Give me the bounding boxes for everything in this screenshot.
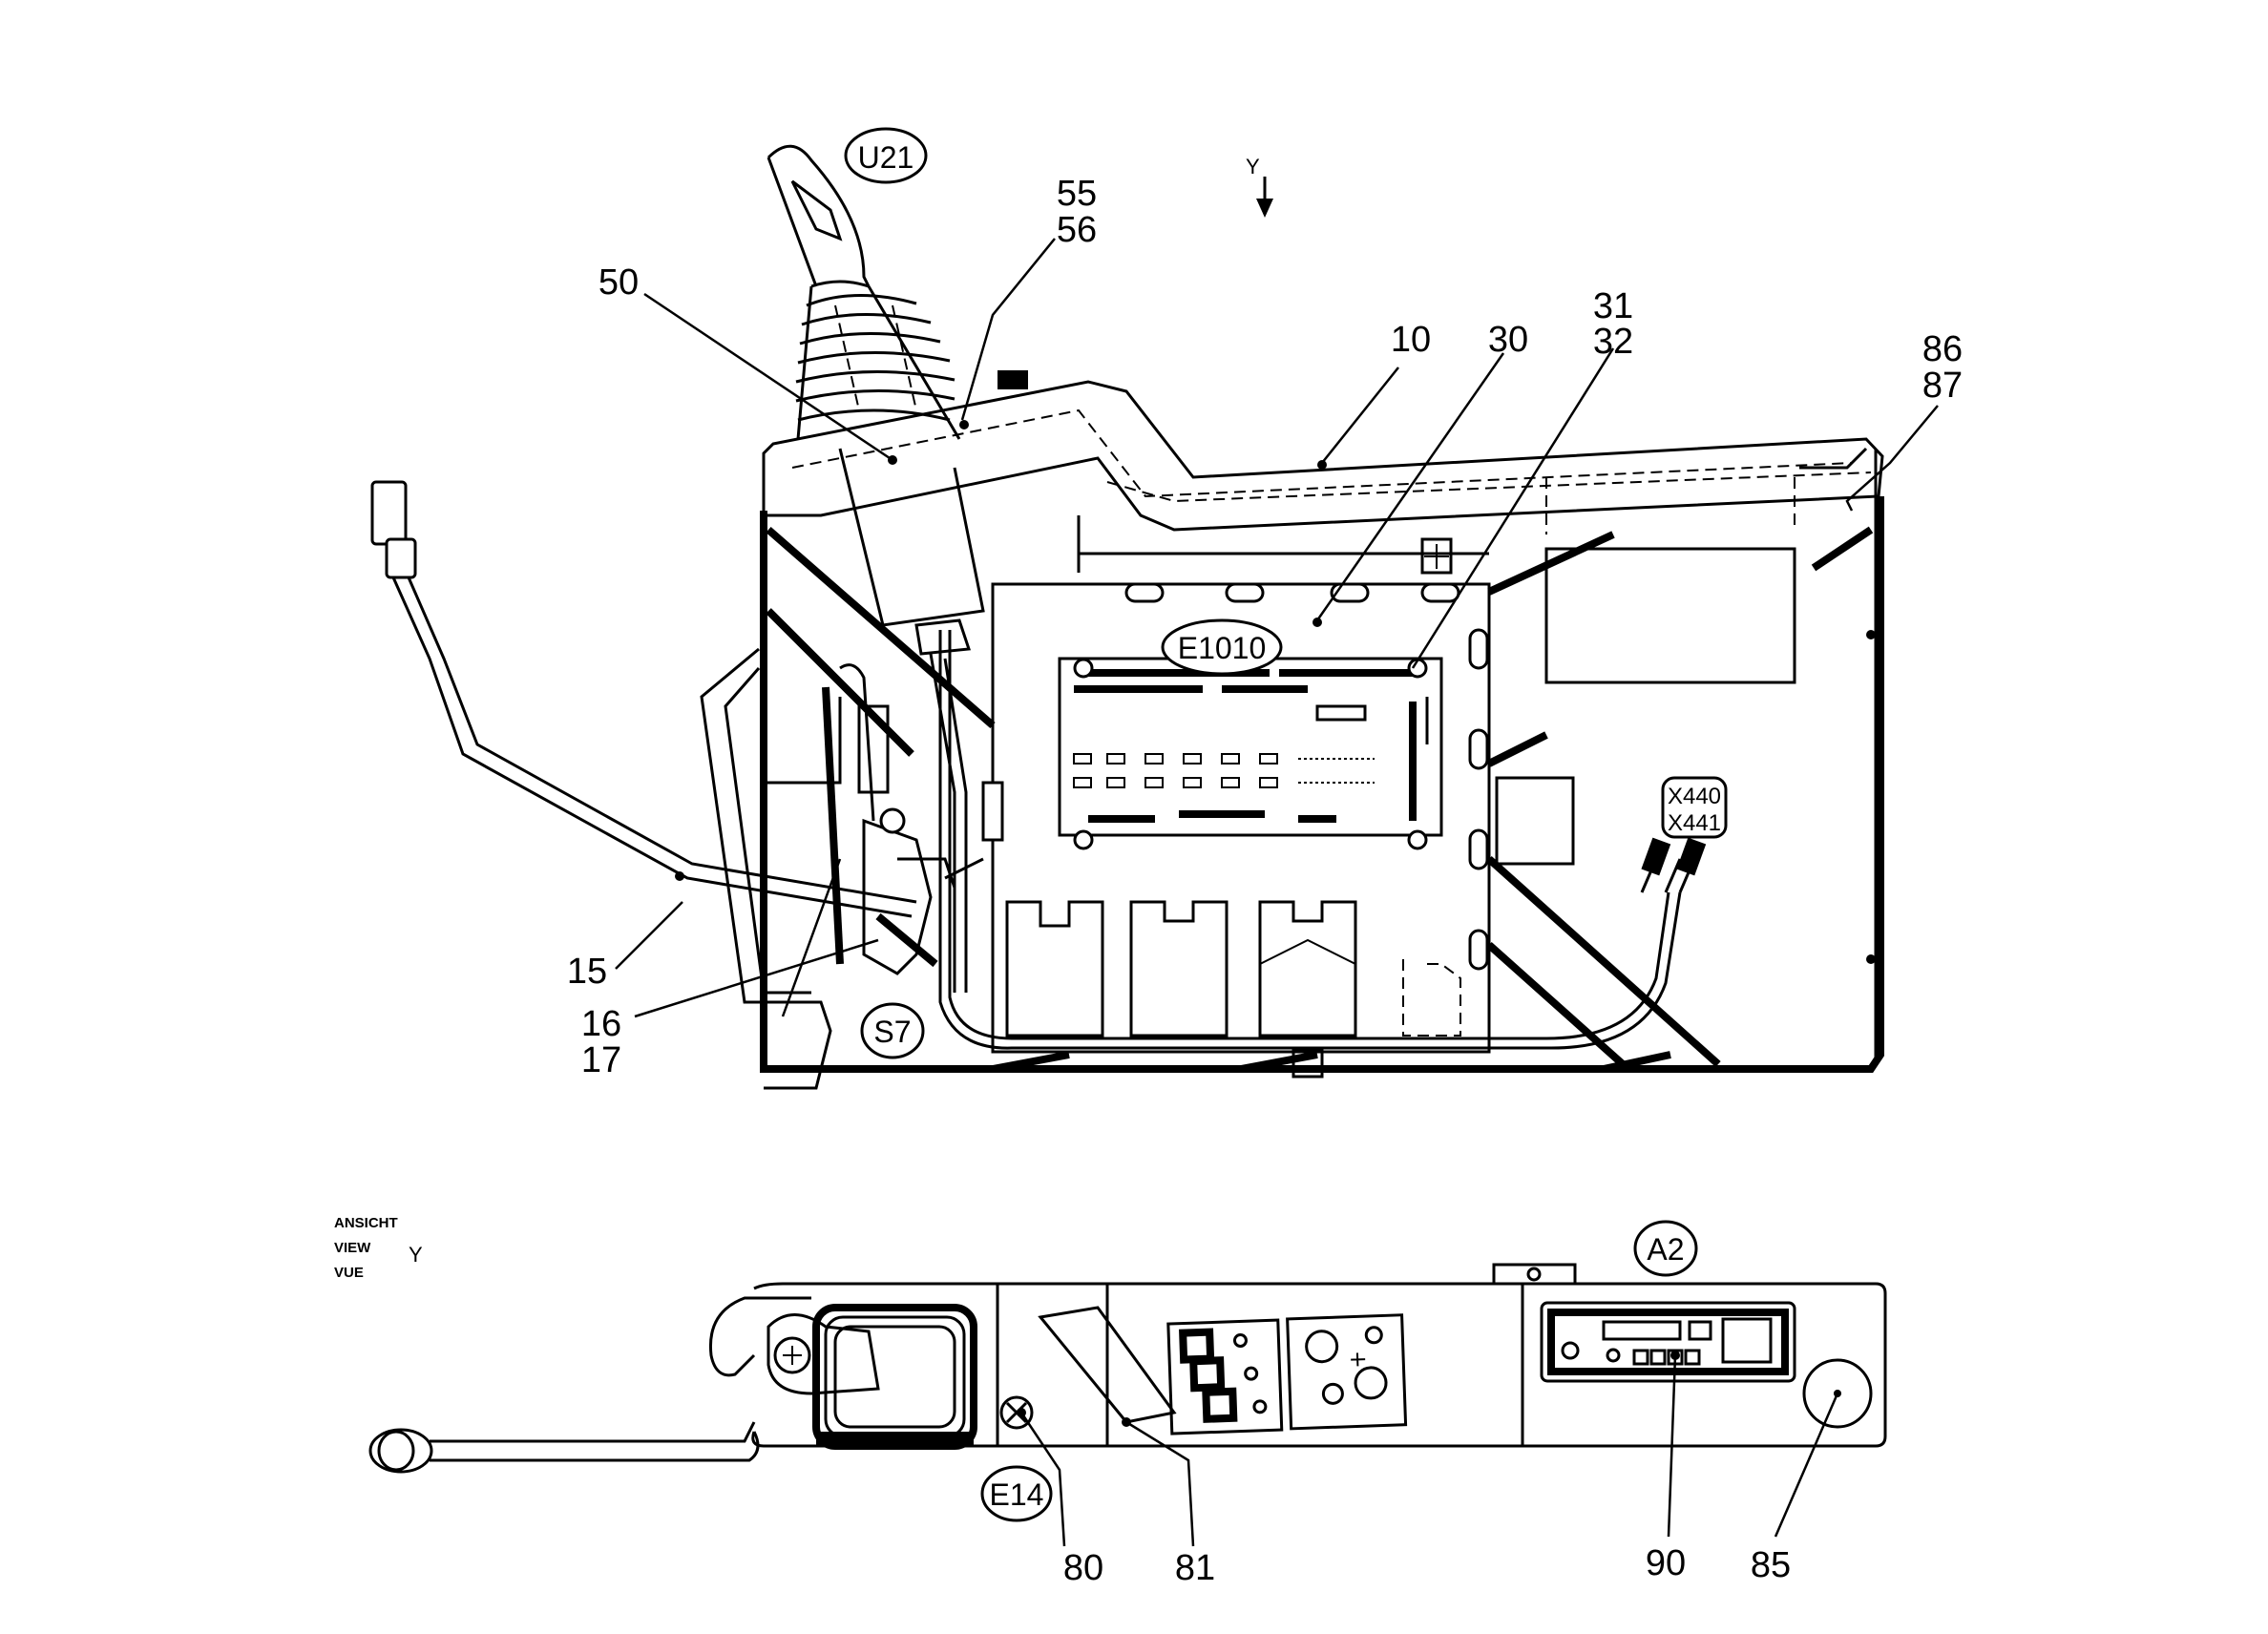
console-top-view — [368, 1263, 1887, 1474]
view-direction-arrow: Y — [1246, 155, 1273, 218]
callout-50: 50 — [598, 262, 639, 303]
tag-box-x440 — [1661, 776, 1728, 839]
callout-31: 31 — [1593, 286, 1633, 326]
callout-85: 85 — [1751, 1545, 1791, 1585]
caption-vue: VUE — [334, 1265, 364, 1281]
callout-90: 90 — [1646, 1543, 1686, 1583]
tag-a2: A2 — [1647, 1232, 1684, 1267]
callout-80: 80 — [1063, 1548, 1103, 1588]
callout-32: 32 — [1593, 322, 1633, 362]
callout-86: 86 — [1922, 329, 1963, 369]
callout-30: 30 — [1488, 320, 1528, 360]
tag-x441: X441 — [1668, 810, 1721, 836]
callout-81: 81 — [1175, 1548, 1215, 1588]
callout-87: 87 — [1922, 366, 1963, 406]
lever-15 — [370, 480, 917, 918]
caption-letter: Y — [409, 1243, 423, 1267]
callout-55: 55 — [1057, 174, 1097, 214]
tag-x440: X440 — [1668, 784, 1721, 809]
tag-oval-e14 — [980, 1465, 1053, 1522]
leader-lines-bottom — [1017, 1351, 1839, 1547]
tag-oval-e1010 — [1161, 618, 1283, 676]
callout-56: 56 — [1057, 210, 1097, 250]
tag-e14: E14 — [990, 1477, 1044, 1512]
view-arrow-letter: Y — [1246, 155, 1260, 178]
tag-s7: S7 — [873, 1015, 911, 1049]
tag-oval-a2 — [1633, 1220, 1698, 1277]
leader-lines-top — [615, 238, 1939, 1018]
callout-16: 16 — [581, 1004, 621, 1044]
armrest-frame — [700, 647, 1004, 1090]
view-y-caption: ANSICHT VIEW VUE Y — [334, 1215, 423, 1281]
callout-17: 17 — [581, 1040, 621, 1080]
tag-e1010: E1010 — [1178, 631, 1267, 665]
tag-u21: U21 — [858, 140, 914, 175]
callout-15: 15 — [567, 952, 607, 992]
control-board-e1010 — [938, 582, 1707, 1079]
tag-oval-s7 — [860, 1002, 925, 1059]
caption-ansicht: ANSICHT — [334, 1215, 398, 1231]
joystick-u21 — [766, 144, 985, 993]
callout-10: 10 — [1391, 320, 1431, 360]
tag-oval-u21 — [844, 127, 928, 184]
caption-view: VIEW — [334, 1240, 371, 1256]
